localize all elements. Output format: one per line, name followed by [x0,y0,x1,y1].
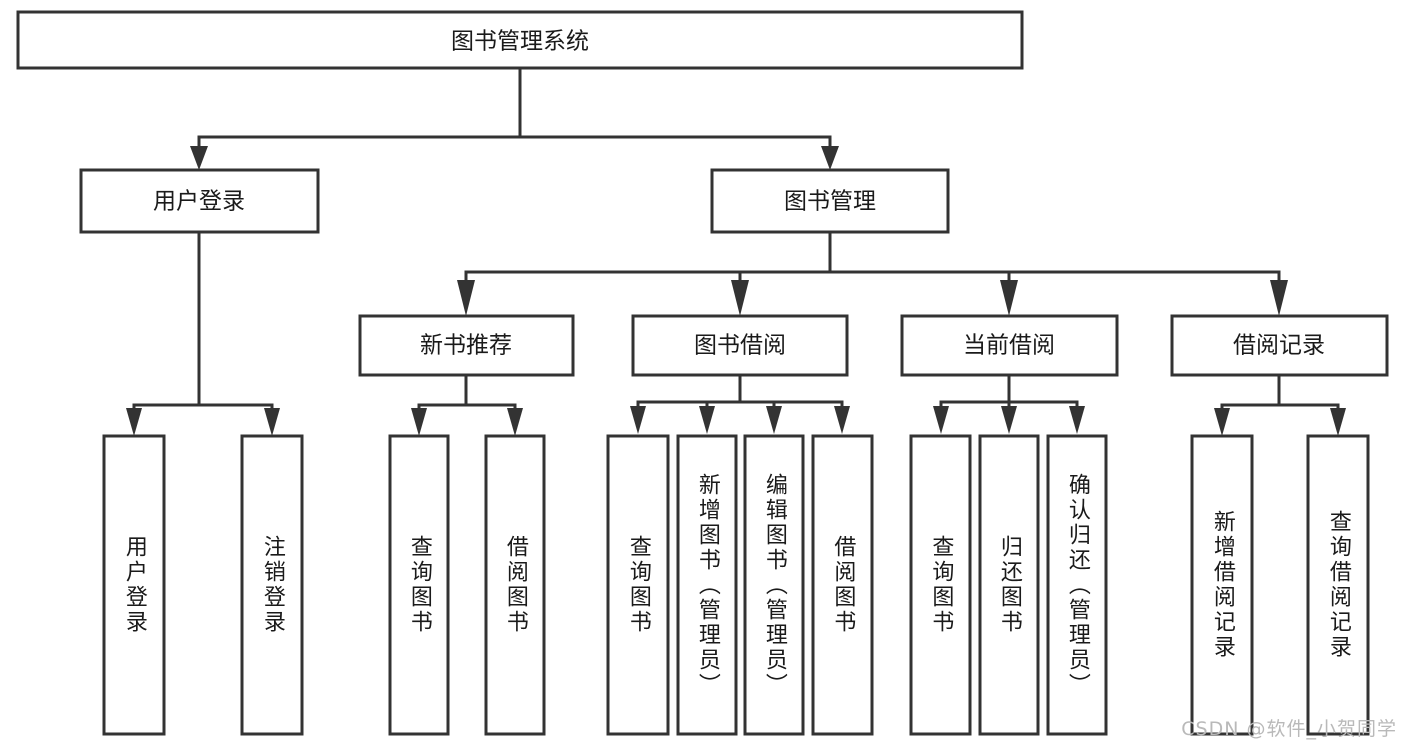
arrow-to-leaf-confirm-return [1069,406,1085,434]
node-leaf-query-record-label: 查询借阅记录 [1325,510,1351,660]
node-leaf-query-book-3-box[interactable] [909,434,972,736]
node-root[interactable]: 图书管理系统 [16,10,1024,70]
arrow-to-book-borrow [731,280,749,316]
node-leaf-logout-login[interactable]: 注销登录 [240,434,304,736]
node-leaf-borrow-book-2-label: 借阅图书 [830,535,856,635]
node-leaf-borrow-book-2[interactable]: 借阅图书 [811,434,874,736]
node-leaf-borrow-book-1-box[interactable] [484,434,546,736]
node-borrow-record[interactable]: 借阅记录 [1170,314,1389,377]
node-leaf-borrow-book-2-box[interactable] [811,434,874,736]
node-current-borrow-box[interactable] [900,314,1119,377]
arrow-to-user-login [190,146,208,170]
node-leaf-add-book-box[interactable] [676,434,738,736]
node-book-manage-box[interactable] [710,168,950,234]
node-borrow-record-label: 借阅记录 [1233,333,1325,359]
node-leaf-logout-login-label: 注销登录 [259,535,285,635]
node-new-book-recommend-box[interactable] [358,314,575,377]
arrow-to-leaf-logout-login [264,408,280,436]
node-leaf-add-book-label: 新增图书（管理员） [694,472,720,698]
node-user-login-label: 用户登录 [153,189,245,215]
node-leaf-confirm-return[interactable]: 确认归还（管理员） [1046,434,1108,736]
node-book-manage-label: 图书管理 [784,189,876,215]
node-book-borrow-label: 图书借阅 [694,333,786,359]
node-book-borrow[interactable]: 图书借阅 [631,314,849,377]
node-user-login-box[interactable] [79,168,320,234]
arrow-to-current-borrow [1000,280,1018,316]
node-leaf-user-login[interactable]: 用户登录 [102,434,166,736]
node-leaf-query-record[interactable]: 查询借阅记录 [1306,434,1370,736]
arrow-to-leaf-query-book-1 [411,408,427,436]
node-leaf-borrow-book-1-label: 借阅图书 [502,535,528,635]
node-leaf-add-record[interactable]: 新增借阅记录 [1190,434,1254,736]
node-leaf-user-login-label: 用户登录 [121,535,147,635]
node-leaf-user-login-box[interactable] [102,434,166,736]
arrow-to-leaf-add-book [699,406,715,434]
node-leaf-query-book-1-box[interactable] [388,434,450,736]
node-new-book-recommend-label: 新书推荐 [420,333,512,359]
node-leaf-logout-login-box[interactable] [240,434,304,736]
node-leaf-edit-book-box[interactable] [743,434,805,736]
node-leaf-query-book-1[interactable]: 查询图书 [388,434,450,736]
arrow-to-leaf-borrow-book-2 [834,406,850,434]
node-leaf-add-book[interactable]: 新增图书（管理员） [676,434,738,736]
node-borrow-record-box[interactable] [1170,314,1389,377]
node-leaf-query-book-3-label: 查询图书 [928,535,954,635]
node-leaf-query-book-2[interactable]: 查询图书 [606,434,670,736]
node-leaf-return-book[interactable]: 归还图书 [978,434,1040,736]
arrow-to-leaf-query-book-2 [630,406,646,434]
arrow-to-leaf-add-record [1214,408,1230,436]
node-leaf-edit-book[interactable]: 编辑图书（管理员） [743,434,805,736]
node-leaf-edit-book-label: 编辑图书（管理员） [761,472,787,698]
node-leaf-borrow-book-1[interactable]: 借阅图书 [484,434,546,736]
node-current-borrow-label: 当前借阅 [963,333,1055,359]
node-book-manage[interactable]: 图书管理 [710,168,950,234]
node-leaf-return-book-box[interactable] [978,434,1040,736]
arrow-to-borrow-record [1270,280,1288,316]
node-leaf-query-record-box[interactable] [1306,434,1370,736]
node-leaf-add-record-box[interactable] [1190,434,1254,736]
arrow-to-leaf-edit-book [766,406,782,434]
node-user-login[interactable]: 用户登录 [79,168,320,234]
arrow-to-new-book-recommend [457,280,475,316]
arrow-to-leaf-user-login [126,408,142,436]
node-root-label: 图书管理系统 [451,29,589,55]
node-leaf-return-book-label: 归还图书 [996,535,1022,635]
node-current-borrow[interactable]: 当前借阅 [900,314,1119,377]
node-new-book-recommend[interactable]: 新书推荐 [358,314,575,377]
arrow-to-leaf-return-book [1001,406,1017,434]
node-leaf-confirm-return-label: 确认归还（管理员） [1064,472,1090,698]
arrow-to-book-manage [821,146,839,170]
node-leaf-query-book-2-label: 查询图书 [625,535,651,635]
node-leaf-query-book-2-box[interactable] [606,434,670,736]
node-leaf-query-book-3[interactable]: 查询图书 [909,434,972,736]
arrow-to-leaf-borrow-book-1 [507,408,523,436]
arrow-to-leaf-query-record [1330,408,1346,436]
connector-layer [126,66,1346,436]
node-leaf-confirm-return-box[interactable] [1046,434,1108,736]
node-leaf-query-book-1-label: 查询图书 [406,535,432,635]
node-root-box[interactable] [16,10,1024,70]
arrow-to-leaf-query-book-3 [933,406,949,434]
node-leaf-add-record-label: 新增借阅记录 [1209,510,1235,660]
node-book-borrow-box[interactable] [631,314,849,377]
